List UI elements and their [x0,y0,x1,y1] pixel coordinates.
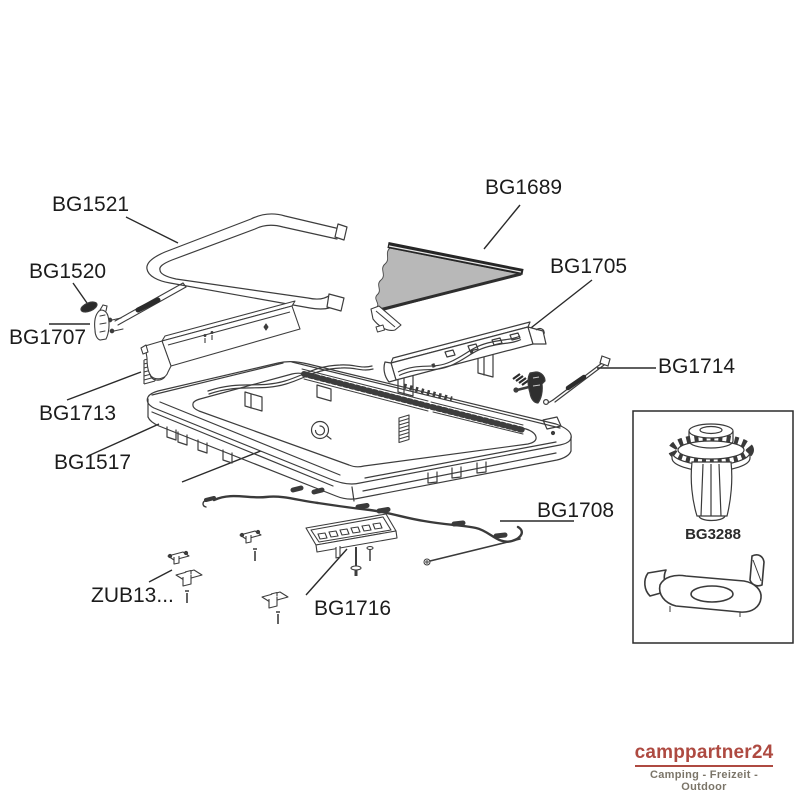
part-label-bg1708: BG1708 [537,499,615,522]
seal-frame [146,213,348,312]
small-screws [185,548,280,624]
lock-spring-and-lever [512,371,546,404]
seal-pad-bg1520 [80,301,98,313]
brand-wordmark: camppartner24 [634,742,774,767]
part-label-bg1713: BG1713 [39,402,117,425]
blind-housing-panel [140,300,301,381]
crank-rod-bg1714 [542,355,611,406]
part-label-bg1716: BG1716 [314,597,392,620]
inset-box [632,410,794,644]
cable-harness-bg1708 [202,485,523,566]
part-label-zub13: ZUB13... [91,584,174,607]
main-frame-bg1517 [146,345,572,502]
shop-logo: camppartner24 Camping - Freizeit - Outdo… [630,742,778,793]
part-label-bg1689: BG1689 [485,176,563,199]
lift-rod-group [80,282,187,341]
fixing-tray-bg1716 [305,513,398,576]
part-label-bg1714: BG1714 [658,355,736,378]
part-label-bg1520: BG1520 [29,260,107,283]
gear-part-bg3288 [668,423,754,522]
part-label-bg1517: BG1517 [54,451,132,474]
lifter-bar-bg1705 [383,321,547,404]
part-label-bg1521: BG1521 [52,193,130,216]
accessory-brackets-zub13 [167,529,289,624]
hinge-bracket-bg1707 [94,309,110,341]
part-label-bg1705: BG1705 [550,255,628,278]
crank-knob [310,420,332,440]
brand-tagline: Camping - Freizeit - Outdoor [649,768,759,793]
blind-fabric-bg1689 [370,242,524,333]
part-label-bg3288: BG3288 [685,526,741,543]
clamp-part [644,554,765,617]
part-label-bg1707: BG1707 [9,326,87,349]
